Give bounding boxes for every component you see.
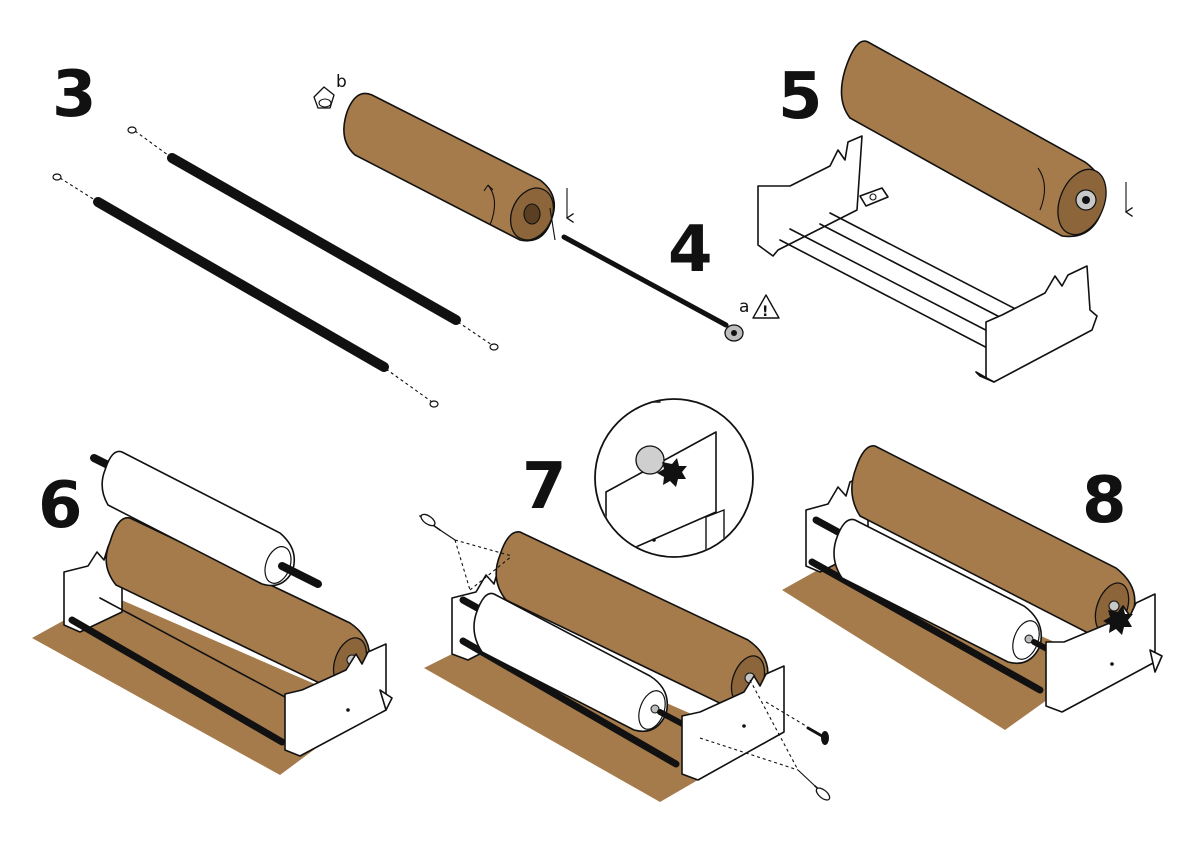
step-6: 6: [32, 450, 393, 775]
kraft-paper-roll: [840, 40, 1107, 238]
rod-upper: [127, 126, 499, 351]
screwdriver-icon: [797, 769, 831, 801]
svg-text:!: !: [762, 304, 768, 320]
warning-icon: !: [752, 294, 780, 320]
dispenser-frame-right: [284, 643, 393, 757]
dispenser-frame-right: [1045, 593, 1163, 713]
dispenser-frame-right: [681, 665, 785, 781]
dispenser-frame: [757, 135, 1098, 383]
callout-a: a: [739, 297, 749, 317]
white-paper-roll: [833, 518, 1063, 665]
step-7: 7: [419, 398, 831, 802]
step-4: 4 b a !: [313, 72, 780, 342]
screw-icon: [489, 343, 499, 351]
screw-icon: [429, 400, 439, 408]
screw-icon: [127, 126, 137, 134]
knob-icon: [657, 458, 687, 487]
step-8: 8: [782, 445, 1163, 730]
step-number: 3: [52, 58, 97, 132]
knob-screw-icon: [765, 701, 829, 745]
step-number: 5: [778, 60, 823, 134]
step-number: 8: [1082, 464, 1127, 538]
callout-b: b: [336, 72, 347, 92]
white-paper-roll: [90, 450, 322, 588]
white-paper-roll: [473, 592, 693, 733]
step-5: 5: [757, 40, 1126, 383]
screwdriver-icon: [419, 513, 456, 541]
detail-magnifier: [594, 398, 754, 558]
step-3: 3: [52, 58, 499, 408]
screw-icon: [52, 173, 62, 181]
knob-icon: [1103, 606, 1133, 635]
kraft-paper-roll: [343, 92, 556, 242]
axle-rod: [561, 234, 744, 342]
paper-sheet: [782, 552, 1100, 730]
step-number: 7: [522, 450, 567, 524]
end-cap-icon: [313, 86, 335, 109]
step-number: 6: [38, 469, 83, 543]
rod-lower: [52, 173, 439, 408]
step-number: 4: [668, 213, 713, 287]
